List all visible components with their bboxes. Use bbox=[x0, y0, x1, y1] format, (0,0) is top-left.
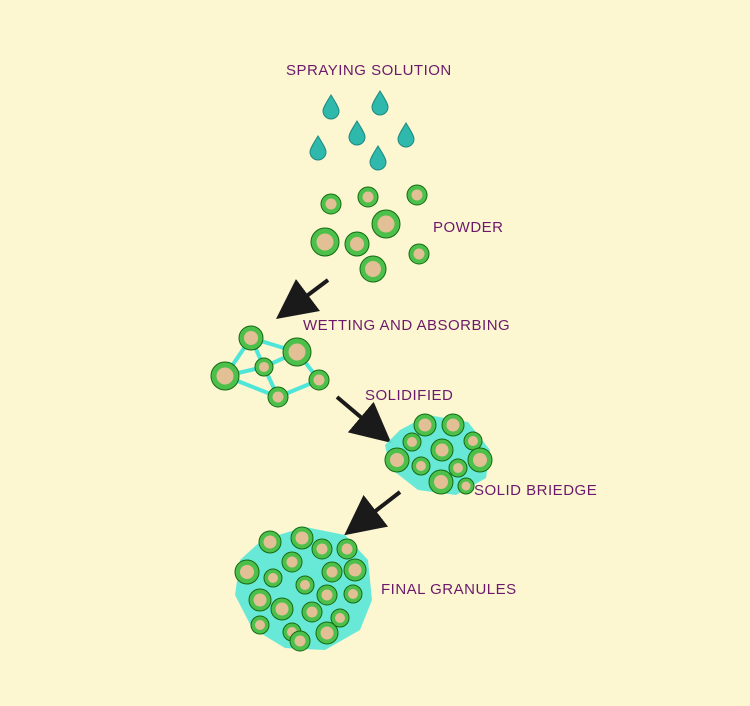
particle bbox=[343, 558, 367, 582]
particle bbox=[258, 530, 282, 554]
particle bbox=[428, 469, 454, 495]
particle bbox=[308, 369, 330, 391]
label-final-granules: FINAL GRANULES bbox=[381, 581, 517, 598]
particle bbox=[270, 597, 294, 621]
particle bbox=[448, 458, 468, 478]
arrow-solidified-to-final bbox=[344, 490, 402, 536]
droplet bbox=[322, 94, 340, 120]
droplet bbox=[369, 145, 387, 171]
particle bbox=[234, 559, 260, 585]
particle bbox=[248, 588, 272, 612]
particle bbox=[357, 186, 379, 208]
droplet bbox=[371, 90, 389, 116]
solidified-cluster bbox=[384, 413, 493, 495]
final-granules-cluster bbox=[234, 526, 372, 652]
particle bbox=[290, 526, 314, 550]
powder-particles bbox=[310, 184, 430, 283]
particle bbox=[315, 621, 339, 645]
particle bbox=[311, 538, 333, 560]
particle bbox=[411, 456, 431, 476]
particle bbox=[441, 413, 465, 437]
particle bbox=[336, 538, 358, 560]
particle bbox=[344, 231, 370, 257]
particle bbox=[343, 584, 363, 604]
particle bbox=[359, 255, 387, 283]
particle bbox=[310, 227, 340, 257]
arrow-powder-to-wetting bbox=[276, 278, 330, 319]
particle bbox=[250, 615, 270, 635]
particle bbox=[402, 432, 422, 452]
label-spraying-solution: SPRAYING SOLUTION bbox=[286, 62, 452, 79]
arrow-wetting-to-solidified bbox=[335, 395, 392, 443]
label-wetting-absorbing: WETTING AND ABSORBING bbox=[303, 317, 511, 334]
particle bbox=[371, 209, 401, 239]
label-solidified: SOLIDIFIED bbox=[365, 387, 454, 404]
particle bbox=[295, 575, 315, 595]
particle bbox=[289, 630, 311, 652]
particle bbox=[430, 438, 454, 462]
particle bbox=[238, 325, 264, 351]
particle bbox=[467, 447, 493, 473]
particle bbox=[267, 386, 289, 408]
particle bbox=[457, 477, 475, 495]
particle bbox=[263, 568, 283, 588]
particle bbox=[413, 413, 437, 437]
particle bbox=[330, 608, 350, 628]
wetting-cluster bbox=[210, 325, 330, 408]
label-powder: POWDER bbox=[433, 219, 504, 236]
particle bbox=[301, 601, 323, 623]
particle bbox=[321, 561, 343, 583]
droplet bbox=[348, 120, 366, 146]
particle bbox=[281, 551, 303, 573]
droplet bbox=[397, 122, 415, 148]
particle bbox=[406, 184, 428, 206]
particle bbox=[408, 243, 430, 265]
spray-droplets bbox=[309, 90, 415, 171]
particle bbox=[316, 584, 338, 606]
particle bbox=[320, 193, 342, 215]
particle bbox=[254, 357, 274, 377]
particle bbox=[384, 447, 410, 473]
particle bbox=[282, 337, 312, 367]
label-solid-bridge: SOLID BRIEDGE bbox=[474, 482, 598, 499]
particle bbox=[210, 361, 240, 391]
particle bbox=[463, 431, 483, 451]
droplet bbox=[309, 135, 327, 161]
